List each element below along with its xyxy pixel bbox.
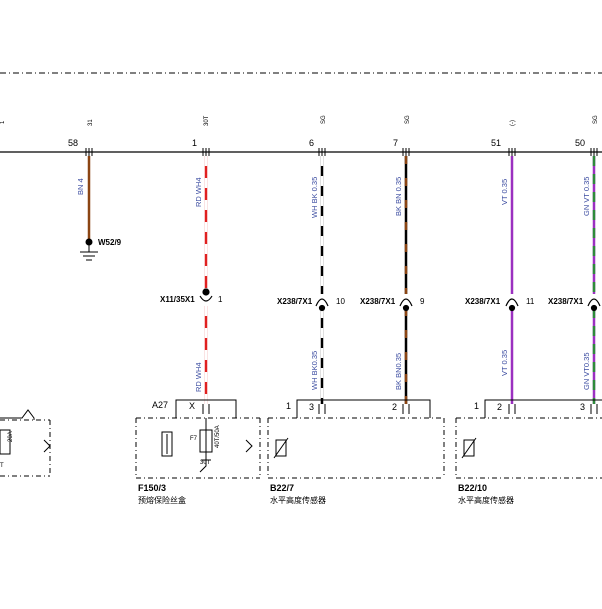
wire-7-label-bottom: BK BN0.35: [394, 353, 403, 390]
connector-x238-10-label: X238/7X1: [277, 297, 313, 306]
box-terminals: [202, 404, 598, 414]
connector-x238-9-icon: [399, 298, 413, 312]
wire-1-label-top: RD WH4: [194, 177, 203, 207]
connector-x238-50-icon: [587, 298, 601, 312]
wire-58-label: BN 4: [76, 178, 85, 195]
f150-fuse-label: F7: [190, 436, 198, 442]
connector-x238-10-icon: [315, 298, 329, 312]
bus-pin-1: 1: [192, 138, 197, 148]
bus-pin-50: 50: [575, 138, 585, 148]
connector-x238-9-label: X238/7X1: [360, 297, 396, 306]
b22-10-id: B22/10: [458, 483, 487, 493]
left-partial-component: [0, 409, 51, 477]
wire-51-label-top: VT 0.35: [500, 179, 509, 205]
connector-x238-11-pin: 11: [526, 297, 535, 306]
f150-terminal: 30T: [200, 460, 211, 466]
b22-10-pin-3: 3: [580, 402, 585, 412]
bus-pin-58: 58: [68, 138, 78, 148]
left-partial-fuse-rating: 20A: [8, 431, 14, 442]
wire-50-label-bottom: GN VT0.35: [582, 352, 591, 390]
bus-terminals: [85, 148, 598, 156]
b22-10-pin-2: 2: [497, 402, 502, 412]
b22-7-pin-2: 2: [392, 402, 397, 412]
bus-tag-51: (-): [510, 120, 516, 126]
bus-pin-7: 7: [393, 138, 398, 148]
left-partial-terminal: T: [0, 463, 4, 469]
b22-10-desc: 水平高度传感器: [458, 495, 514, 505]
bus-tag-7: SG: [405, 115, 411, 124]
wire-1-label-bottom: RD WH4: [194, 362, 203, 392]
connector-x11-pin: 1: [218, 295, 223, 304]
wire-50-label-top: GN VT 0.35: [582, 177, 591, 216]
f150-ref: A27: [152, 400, 168, 410]
connector-x11-icon: [199, 288, 213, 302]
ground-icon: [80, 238, 98, 261]
b22-10-box: [455, 399, 602, 479]
ground-label: W52/9: [98, 238, 122, 247]
f150-desc: 预熔保险丝盒: [138, 495, 186, 505]
bus-tag-50: SG: [593, 115, 599, 124]
b22-7-box: [267, 399, 445, 479]
f150-id: F150/3: [138, 483, 166, 493]
f150-fuse-rating: 40T/50A: [215, 425, 221, 448]
bus-pin-6: 6: [309, 138, 314, 148]
wire-6-label-bottom: WH BK0.35: [310, 351, 319, 390]
b22-7-id: B22/7: [270, 483, 294, 493]
b22-7-pin-1: 1: [286, 401, 291, 411]
connector-x238-11-label: X238/7X1: [465, 297, 501, 306]
b22-7-pin-3: 3: [309, 402, 314, 412]
connector-x238-50-label: X238/7X1: [548, 297, 584, 306]
b22-10-pin-1: 1: [474, 401, 479, 411]
bus-pin-51: 51: [491, 138, 501, 148]
wire-6-label-top: WH BK 0.35: [310, 177, 319, 218]
bus-tag-6: SG: [321, 115, 327, 124]
connector-x238-9-pin: 9: [420, 297, 425, 306]
wire-7-label-top: BK BN 0.35: [394, 177, 403, 216]
bus-tag-58: 31: [88, 119, 94, 126]
connector-x238-11-icon: [505, 298, 519, 312]
wire-51-label-bottom: VT 0.35: [500, 350, 509, 376]
f150-pin-x: X: [189, 401, 195, 411]
bus-tag-left: 1: [0, 120, 6, 124]
bus-tag-1: 30T: [204, 115, 210, 126]
connector-x11-label: X11/35X1: [160, 295, 195, 304]
connector-x238-10-pin: 10: [336, 297, 345, 306]
b22-7-desc: 水平高度传感器: [270, 495, 326, 505]
f150-box: [135, 399, 261, 479]
